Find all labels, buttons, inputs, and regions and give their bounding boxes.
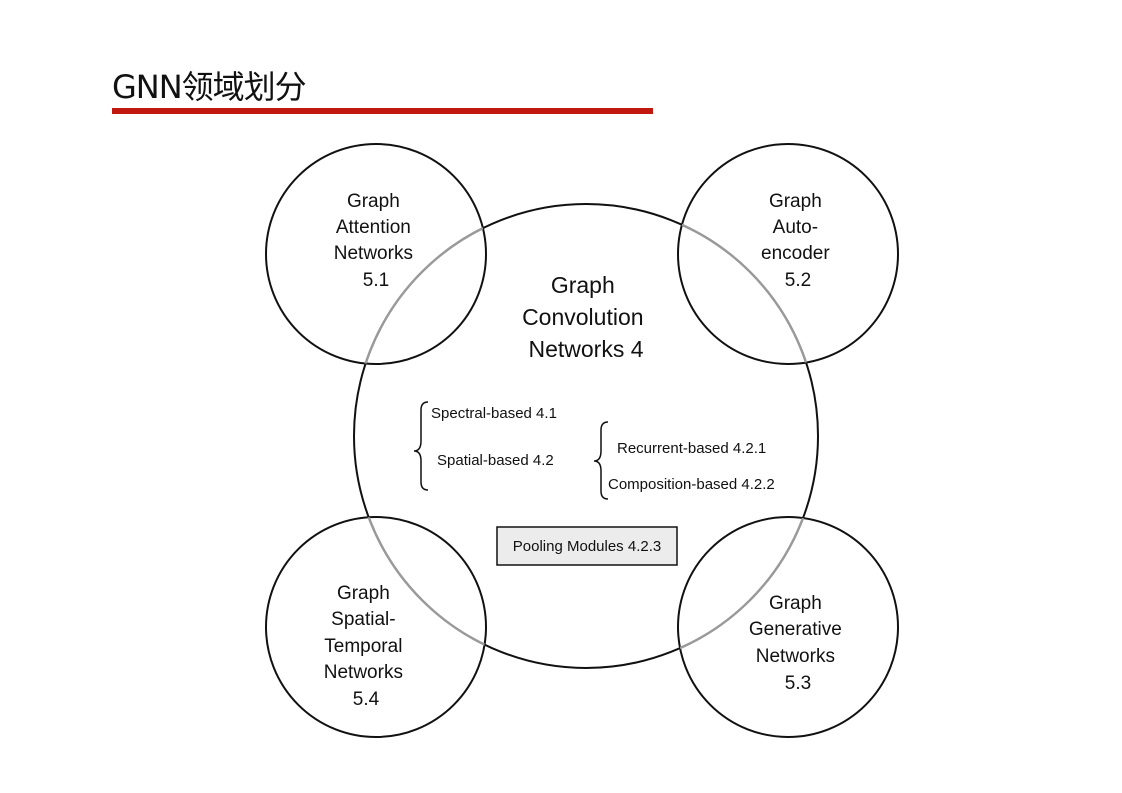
pooling-modules-box	[496, 526, 678, 566]
circle-graph-generative	[677, 516, 899, 738]
left-curly-brace	[413, 401, 429, 491]
circle-graph-spatial-temporal	[265, 516, 487, 738]
composition-based-label: Composition-based 4.2.2	[608, 476, 775, 493]
spatial-temporal-label: Graph Spatial- Temporal Networks 5.4	[324, 583, 408, 710]
spatial-based-label: Spatial-based 4.2	[437, 452, 554, 469]
title-underline	[112, 108, 653, 114]
circle-graph-convolution	[353, 203, 819, 669]
attention-label: Graph Attention Networks 5.1	[334, 191, 418, 291]
autoencoder-label: Graph Auto- encoder 5.2	[761, 191, 835, 291]
convolution-label: Graph Convolution Networks 4	[522, 272, 650, 362]
slide-title: GNN领域划分	[112, 68, 307, 106]
circle-graph-autoencoder	[677, 143, 899, 365]
right-curly-brace	[593, 421, 609, 500]
circle-graph-attention	[265, 143, 487, 365]
spectral-based-label: Spectral-based 4.1	[431, 405, 557, 422]
recurrent-based-label: Recurrent-based 4.2.1	[617, 440, 766, 457]
generative-label: Graph Generative Networks 5.3	[749, 593, 847, 694]
pooling-modules-label: Pooling Modules 4.2.3	[513, 538, 661, 555]
